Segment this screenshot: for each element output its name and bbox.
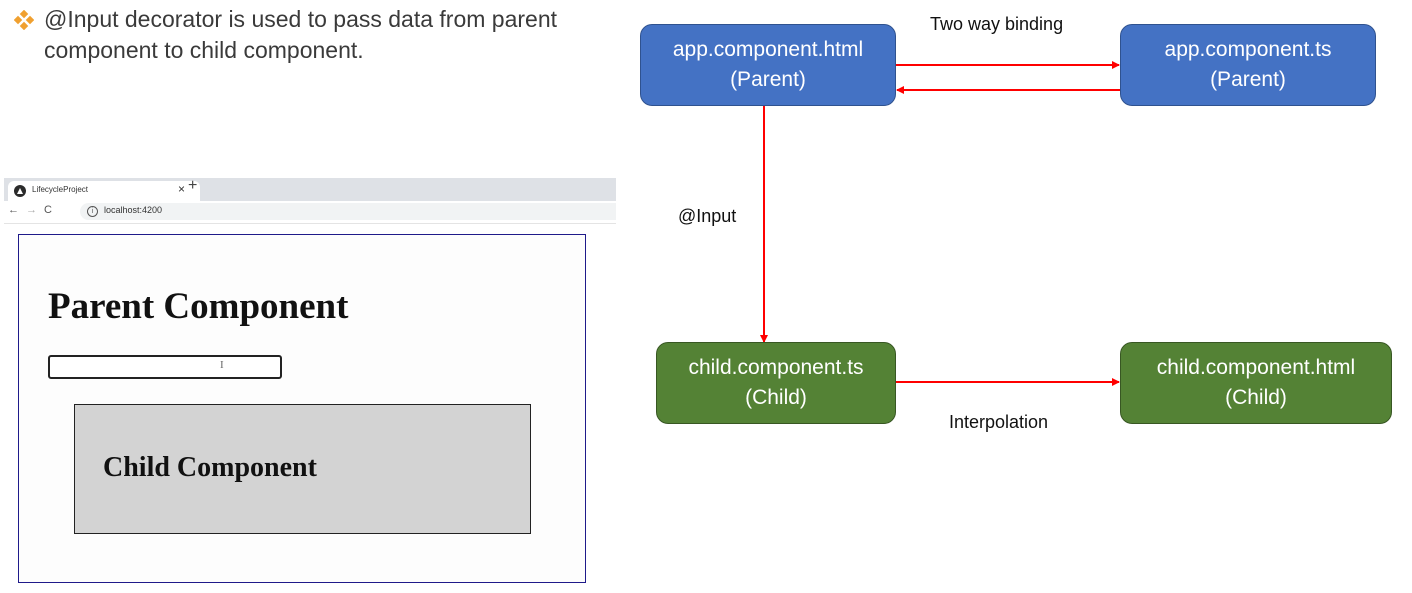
interpolation-label: Interpolation [949,412,1049,432]
parent-text-input[interactable]: I [48,355,282,379]
url-field[interactable]: i localhost:4200 [80,203,616,220]
page-viewport: Parent Component I Child Component [18,234,586,583]
tab-close-icon[interactable]: × [178,182,186,196]
angular-favicon-icon [14,185,26,197]
new-tab-icon[interactable]: + [188,177,198,194]
tab-bar: LifecycleProject × + [4,177,616,201]
node-app-component-ts: app.component.ts (Parent) [1120,24,1376,106]
two-way-binding-label: Two way binding [930,14,1064,34]
reload-icon[interactable]: C [44,204,52,216]
child-heading: Child Component [103,452,317,483]
child-component-box: Child Component [74,404,531,534]
node-child-component-html: child.component.html (Child) [1120,342,1392,424]
node-title: child.component.ts [688,356,864,379]
back-icon[interactable]: ← [8,204,19,216]
bullet-point: @Input decorator is used to pass data fr… [14,4,574,66]
input-label: @Input [678,206,737,226]
node-title: app.component.ts [1164,38,1332,61]
tab-title: LifecycleProject [32,185,89,194]
node-child-component-ts: child.component.ts (Child) [656,342,896,424]
node-role: (Parent) [1210,68,1286,91]
bullet-text: @Input decorator is used to pass data fr… [44,6,558,63]
node-role: (Parent) [730,68,806,91]
node-title: child.component.html [1156,356,1356,379]
url-text: localhost:4200 [104,205,163,215]
node-app-component-html: app.component.html (Parent) [640,24,896,106]
address-bar: ← → C i localhost:4200 [4,201,616,224]
browser-tab[interactable]: LifecycleProject × [8,181,200,201]
node-role: (Child) [745,386,807,409]
parent-heading: Parent Component [48,286,349,327]
text-cursor-icon: I [220,359,224,371]
forward-icon[interactable]: → [26,204,37,216]
node-role: (Child) [1225,386,1287,409]
diamond-bullet-icon [14,10,34,30]
node-title: app.component.html [672,38,864,61]
browser-screenshot: LifecycleProject × + ← → C i localhost:4… [4,177,616,590]
info-icon[interactable]: i [87,206,98,217]
